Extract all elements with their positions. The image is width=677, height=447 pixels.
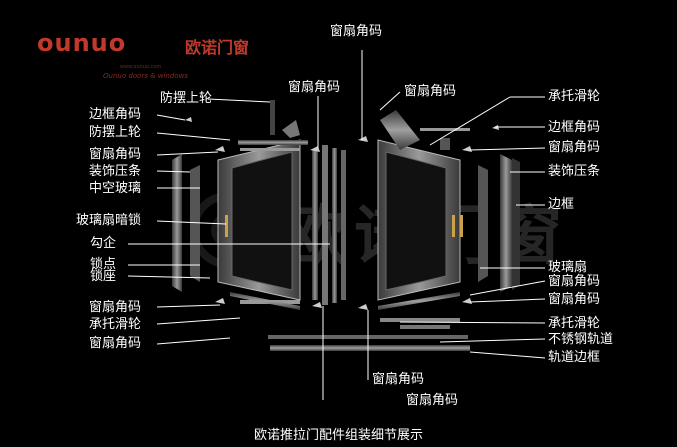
brand-cn: 欧诺门窗 [185, 38, 250, 57]
label-right-10: 不锈钢轨道 [548, 332, 614, 347]
left-sash [217, 139, 301, 301]
label-left-10: 锁座 [90, 269, 117, 284]
label-right-4: 装饰压条 [548, 164, 601, 179]
label-left-11: 窗扇角码 [89, 300, 142, 315]
youku-logo: YOUKU [31, 13, 99, 32]
label-top-1: 窗扇角码 [330, 24, 383, 39]
right-outer-frame [478, 154, 520, 292]
label-left-3: 防摆上轮 [89, 125, 142, 140]
label-right-3: 窗扇角码 [548, 140, 601, 155]
label-left-1: 边框角码 [89, 107, 142, 122]
right-sash [377, 139, 463, 301]
label-right-2: 边框角码 [548, 120, 601, 135]
bottom-rails [230, 292, 470, 351]
label-left-12: 承托滑轮 [89, 317, 142, 332]
label-left-5: 装饰压条 [89, 164, 142, 179]
video-caption: 欧诺推拉门配件组装细节展示 [253, 428, 423, 443]
brand-latin: ounuo [37, 29, 127, 57]
label-left-4: 窗扇角码 [89, 147, 142, 162]
label-right-9: 承托滑轮 [548, 316, 601, 331]
lock-handle-right [452, 215, 455, 237]
label-left-13: 窗扇角码 [89, 336, 142, 351]
label-right-11: 轨道边框 [548, 350, 601, 365]
label-bottom-2: 窗扇角码 [406, 393, 459, 408]
leader-lines [127, 50, 546, 400]
label-top-2: 窗扇角码 [288, 80, 341, 95]
label-left-9: 锁点 [90, 257, 117, 272]
interlock-bars [312, 145, 346, 305]
brand-tagline: Ounuo doors & windows [103, 72, 188, 80]
label-bottom-1: 窗扇角码 [372, 372, 425, 387]
label-right-1: 承托滑轮 [548, 89, 601, 104]
top-rails [238, 100, 470, 151]
label-right-5: 边框 [548, 197, 575, 212]
label-right-7: 窗扇角码 [548, 274, 601, 289]
label-right-8: 窗扇角码 [548, 292, 601, 307]
brand-site: www.ounuo.com [120, 64, 162, 70]
label-top-3: 窗扇角码 [404, 84, 457, 99]
lock-handle-left [225, 215, 228, 237]
label-left-6: 中空玻璃 [89, 181, 142, 196]
label-right-6: 玻璃扇 [548, 260, 588, 275]
label-left-8: 勾企 [90, 236, 117, 251]
label-left-2: 防摆上轮 [160, 91, 213, 106]
label-left-7: 玻璃扇暗锁 [76, 213, 142, 228]
